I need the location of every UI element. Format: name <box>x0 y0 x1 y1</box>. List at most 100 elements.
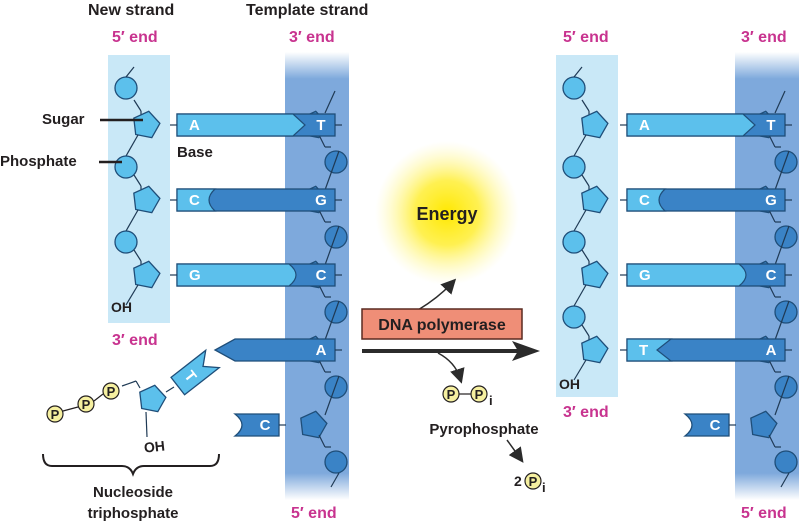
phosphate-group-icon <box>46 405 64 423</box>
backbone-bond <box>324 150 340 191</box>
template-base-c <box>233 413 280 437</box>
dna-polymerase-box <box>361 308 523 340</box>
backbone-bond <box>318 284 326 298</box>
backbone-bond <box>324 225 340 266</box>
phosphate-icon <box>114 230 138 254</box>
right-template-3prime-end: 3′ end <box>741 29 787 46</box>
phosphate-icon <box>324 150 348 174</box>
backbone-bond <box>318 134 326 148</box>
template-base-letter: G <box>315 192 327 209</box>
phosphate-icon <box>114 155 138 179</box>
backbone-bond <box>768 284 776 298</box>
backbone-bond <box>133 174 142 187</box>
pyrophosphate-molecule: P P i <box>442 385 493 408</box>
phosphate-icon <box>562 76 586 100</box>
template-base-letter: A <box>316 342 327 359</box>
pyro-p2: P <box>475 387 484 402</box>
backbone-bond <box>768 434 776 448</box>
phosphate-icon <box>114 76 138 100</box>
template-base-letter: C <box>710 417 721 434</box>
left-new-5prime-end: 5′ end <box>112 29 158 46</box>
right-new-strand-band <box>556 55 618 397</box>
new-base-letter: C <box>189 192 200 209</box>
left-template-5prime-end: 5′ end <box>291 505 337 522</box>
two-pi-subscript: i <box>542 480 546 495</box>
template-base-letter: C <box>766 267 777 284</box>
pyro-p1: P <box>447 387 456 402</box>
template-base-letter: G <box>765 192 777 209</box>
energy-glow <box>375 141 519 285</box>
backbone-bond <box>324 90 336 114</box>
backbone-bond <box>780 472 790 488</box>
reaction-arrow-head <box>512 341 540 361</box>
backbone-bond <box>768 134 776 148</box>
template-base-letter: C <box>316 267 327 284</box>
left-oh-label: OH <box>111 299 132 315</box>
phosphate-label: Phosphate <box>0 153 77 170</box>
sugar-label: Sugar <box>42 111 85 128</box>
phosphate-icon <box>324 300 348 324</box>
two-pi-p: P <box>529 474 538 489</box>
sugar-icon <box>133 185 161 214</box>
pi-arrow <box>506 439 524 463</box>
phosphate-icon <box>774 300 798 324</box>
nucleoside-label-line1: Nucleoside <box>93 484 173 501</box>
backbone-bond <box>318 209 326 223</box>
phosphate-icon <box>774 450 798 474</box>
backbone-bond <box>774 225 790 266</box>
backbone-bond <box>774 150 790 191</box>
backbone-bond <box>774 90 786 114</box>
backbone-bond <box>573 134 587 157</box>
nucleoside-brace <box>42 453 220 477</box>
phosphate-icon <box>562 155 586 179</box>
phosphate-bond <box>93 393 104 402</box>
nucleoside-label-line2: triphosphate <box>88 505 179 522</box>
new-base-c <box>626 188 667 212</box>
phosphate-icon <box>774 150 798 174</box>
sugar-icon <box>139 384 167 413</box>
backbone-bond <box>324 300 340 341</box>
template-base-letter: A <box>766 342 777 359</box>
template-base-letter: T <box>316 117 325 134</box>
sugar-icon <box>581 335 609 364</box>
backbone-bond <box>573 284 587 307</box>
template-base-a-shape <box>213 338 336 362</box>
sugar-icon <box>581 260 609 289</box>
sugar-icon <box>133 260 161 289</box>
backbone-bond <box>581 324 590 337</box>
pyrophosphate-label: Pyrophosphate <box>429 421 538 438</box>
backbone-bond <box>774 375 790 416</box>
phosphate-bond <box>62 406 79 412</box>
phosphate-icon <box>774 225 798 249</box>
backbone-bond <box>768 209 776 223</box>
phosphate-icon <box>324 225 348 249</box>
right-template-5prime-end: 5′ end <box>741 505 787 522</box>
backbone-bond <box>324 375 340 416</box>
nucleotide-oh-label: OH <box>143 437 166 455</box>
backbone-bond <box>125 209 139 232</box>
new-base-c <box>176 188 217 212</box>
backbone-bond <box>573 66 583 78</box>
backbone-bond <box>318 434 326 448</box>
new-base-letter: C <box>639 192 650 209</box>
backbone-bond <box>581 249 590 262</box>
dna-polymerase-label: DNA polymerase <box>378 317 506 334</box>
backbone-bond <box>330 472 340 488</box>
template-base-c <box>683 413 730 437</box>
new-base-a <box>626 113 756 137</box>
left-new-3prime-end: 3′ end <box>112 332 158 349</box>
phosphate-letter: P <box>51 407 60 422</box>
new-base-g <box>626 263 747 287</box>
template-base-a: A <box>213 338 336 362</box>
unpaired-template-base: C <box>683 413 730 437</box>
backbone-bond <box>125 66 135 78</box>
pyro-subscript: i <box>489 393 493 408</box>
new-base-letter: A <box>639 117 650 134</box>
new-base-t <box>626 338 673 362</box>
pyrophosphate-arrow <box>437 352 465 384</box>
